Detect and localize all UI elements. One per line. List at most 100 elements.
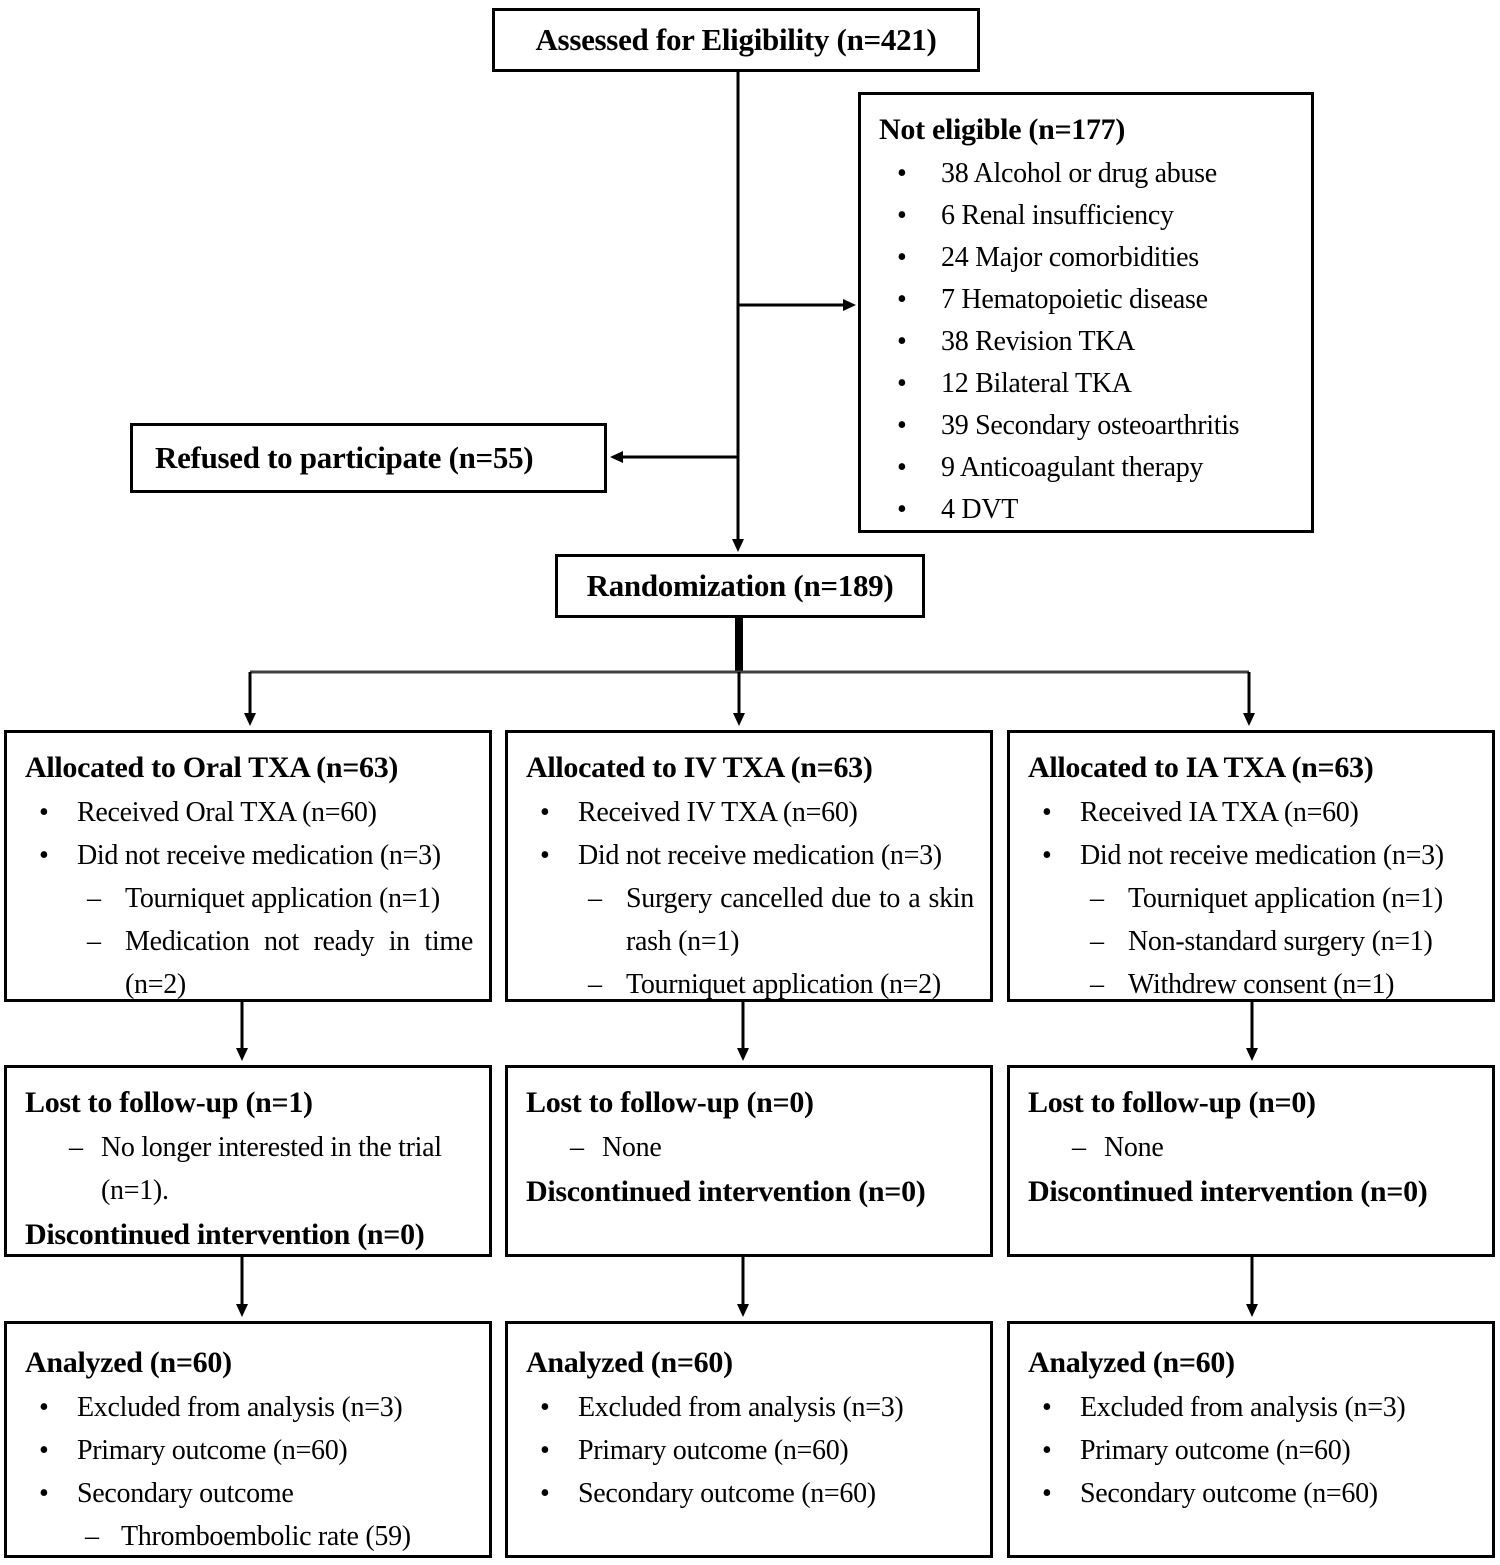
analyzed-box-oral: Analyzed (n=60) • Excluded from analysis … — [4, 1321, 492, 1558]
bullet-marker: • — [897, 200, 907, 231]
bullet-marker: • — [1042, 797, 1052, 828]
lost-reason-text: None — [602, 1132, 662, 1163]
discontinued-title: Discontinued intervention (n=0) — [526, 1175, 926, 1208]
bullet-marker: • — [897, 158, 907, 189]
list-item: •Primary outcome (n=60) — [25, 1429, 473, 1472]
list-item-text: Excluded from analysis (n=3) — [1080, 1392, 1406, 1423]
not-eligible-item-text: 9 Anticoagulant therapy — [941, 452, 1204, 483]
assessed-box: Assessed for Eligibility (n=421) — [492, 8, 980, 72]
list-item-text: Secondary outcome — [77, 1478, 294, 1509]
list-item: •Received IV TXA (n=60) — [526, 791, 974, 834]
dash-marker: – — [570, 1132, 584, 1163]
not-eligible-item-text: 12 Bilateral TKA — [941, 368, 1132, 399]
list-item: • Primary outcome (n=60) — [1028, 1429, 1476, 1472]
lost-reason: –None — [526, 1126, 974, 1169]
bullet-marker: • — [39, 1392, 49, 1423]
list-item: •Excluded from analysis (n=3) — [1028, 1386, 1476, 1429]
list-subitem: –Tourniquet application (n=1) — [25, 877, 473, 920]
list-subitem: –Tourniquet application (n=2) — [526, 963, 974, 1006]
not-eligible-item-text: 4 DVT — [941, 494, 1019, 525]
list-item-text: Received IV TXA (n=60) — [578, 797, 858, 828]
not-eligible-item: • 38 Revision TKA — [879, 321, 1295, 363]
list-subitem-text: Tourniquet application (n=2) — [626, 969, 941, 1000]
list-subitem-text: Thromboembolic rate (59) — [121, 1521, 411, 1552]
analyzed-box-ia: Analyzed (n=60) •Excluded from analysis … — [1007, 1321, 1495, 1558]
dash-marker: – — [1090, 883, 1104, 914]
bullet-marker: • — [39, 1435, 49, 1466]
followup-box-oral: Lost to follow-up (n=1) –No longer inter… — [4, 1065, 492, 1257]
bullet-marker: • — [1042, 1435, 1052, 1466]
bullet-marker: • — [39, 840, 49, 871]
randomization-label: Randomization (n=189) — [586, 568, 894, 603]
dash-marker: – — [87, 883, 101, 914]
not-eligible-item-text: 24 Major comorbidities — [941, 242, 1199, 273]
dash-marker: – — [1090, 926, 1104, 957]
list-item-text: Primary outcome (n=60) — [1080, 1435, 1351, 1466]
list-subitem: –Withdrew consent (n=1) — [1028, 963, 1476, 1006]
list-subitem: –Non-standard surgery (n=1) — [1028, 920, 1476, 963]
list-item: •Secondary outcome (n=60) — [1028, 1472, 1476, 1515]
discontinued-title: Discontinued intervention (n=0) — [1028, 1175, 1428, 1208]
analyzed-box-iv: Analyzed (n=60) •Excluded from analysis … — [505, 1321, 993, 1558]
refused-label: Refused to participate (n=55) — [155, 440, 534, 475]
refused-box: Refused to participate (n=55) — [130, 423, 607, 493]
not-eligible-item: •7 Hematopoietic disease — [879, 279, 1295, 321]
bullet-marker: • — [540, 1478, 550, 1509]
dash-marker: – — [69, 1132, 83, 1163]
allocation-box-oral: Allocated to Oral TXA (n=63) •Received O… — [4, 730, 492, 1002]
list-item-text: Secondary outcome (n=60) — [578, 1478, 876, 1509]
assessed-label: Assessed for Eligibility (n=421) — [535, 22, 937, 57]
lost-reason: –No longer interested in the trial (n=1)… — [25, 1126, 473, 1212]
list-item: •Secondary outcome — [25, 1472, 473, 1515]
bullet-marker: • — [540, 1392, 550, 1423]
not-eligible-item: • 12 Bilateral TKA — [879, 363, 1295, 405]
dash-marker: – — [588, 969, 602, 1000]
not-eligible-box: Not eligible (n=177) • 38 Alcohol or drug… — [858, 92, 1314, 533]
not-eligible-item: • 39 Secondary osteoarthritis — [879, 405, 1295, 447]
allocation-box-ia: Allocated to IA TXA (n=63) • Received IA … — [1007, 730, 1495, 1002]
list-item-text: Excluded from analysis (n=3) — [77, 1392, 403, 1423]
followup-box-iv: Lost to follow-up (n=0) –None Discontinu… — [505, 1065, 993, 1257]
not-eligible-item: • 24 Major comorbidities — [879, 237, 1295, 279]
allocation-title: Allocated to IA TXA (n=63) — [1028, 751, 1374, 784]
bullet-marker: • — [540, 840, 550, 871]
bullet-marker: • — [897, 326, 907, 357]
lost-title: Lost to follow-up (n=1) — [25, 1086, 313, 1119]
list-item: •Did not receive medication (n=3) — [1028, 834, 1476, 877]
list-item-text: Received IA TXA (n=60) — [1080, 797, 1359, 828]
list-item-text: Received Oral TXA (n=60) — [77, 797, 377, 828]
bullet-marker: • — [897, 494, 907, 525]
bullet-marker: • — [897, 242, 907, 273]
discontinued-title: Discontinued intervention (n=0) — [25, 1218, 425, 1251]
list-item: • Secondary outcome (n=60) — [526, 1472, 974, 1515]
bullet-marker: • — [897, 368, 907, 399]
list-subitem: –Thromboembolic rate (59) — [25, 1515, 473, 1558]
not-eligible-item-text: 39 Secondary osteoarthritis — [941, 410, 1240, 441]
bullet-marker: • — [1042, 840, 1052, 871]
bullet-marker: • — [897, 410, 907, 441]
list-subitem-text: Non-standard surgery (n=1) — [1128, 926, 1433, 957]
followup-box-ia: Lost to follow-up (n=0) –None Discontinu… — [1007, 1065, 1495, 1257]
not-eligible-title: Not eligible (n=177) — [879, 113, 1126, 146]
lost-title: Lost to follow-up (n=0) — [526, 1086, 814, 1119]
dash-marker: – — [87, 926, 101, 957]
allocation-box-iv: Allocated to IV TXA (n=63) •Received IV … — [505, 730, 993, 1002]
list-item-text: Did not receive medication (n=3) — [578, 840, 942, 871]
analyzed-title: Analyzed (n=60) — [526, 1346, 733, 1379]
dash-marker: – — [1072, 1132, 1086, 1163]
lost-reason-text: No longer interested in the trial (n=1). — [101, 1132, 442, 1206]
lost-title: Lost to follow-up (n=0) — [1028, 1086, 1316, 1119]
list-item: •Did not receive medication (n=3) — [25, 834, 473, 877]
list-item: •Excluded from analysis (n=3) — [526, 1386, 974, 1429]
not-eligible-item: • 4 DVT — [879, 489, 1295, 531]
list-subitem-text: Withdrew consent (n=1) — [1128, 969, 1395, 1000]
not-eligible-item-text: 6 Renal insufficiency — [941, 200, 1174, 231]
list-item: • Excluded from analysis (n=3) — [25, 1386, 473, 1429]
list-item-text: Secondary outcome (n=60) — [1080, 1478, 1378, 1509]
analyzed-title: Analyzed (n=60) — [25, 1346, 232, 1379]
not-eligible-item-text: 38 Revision TKA — [941, 326, 1136, 357]
list-subitem-text: Tourniquet application (n=1) — [125, 883, 440, 914]
not-eligible-item-text: 38 Alcohol or drug abuse — [941, 158, 1217, 189]
list-subitem-text: Surgery cancelled due to a skin rash (n=… — [626, 883, 974, 957]
list-item: • Received IA TXA (n=60) — [1028, 791, 1476, 834]
